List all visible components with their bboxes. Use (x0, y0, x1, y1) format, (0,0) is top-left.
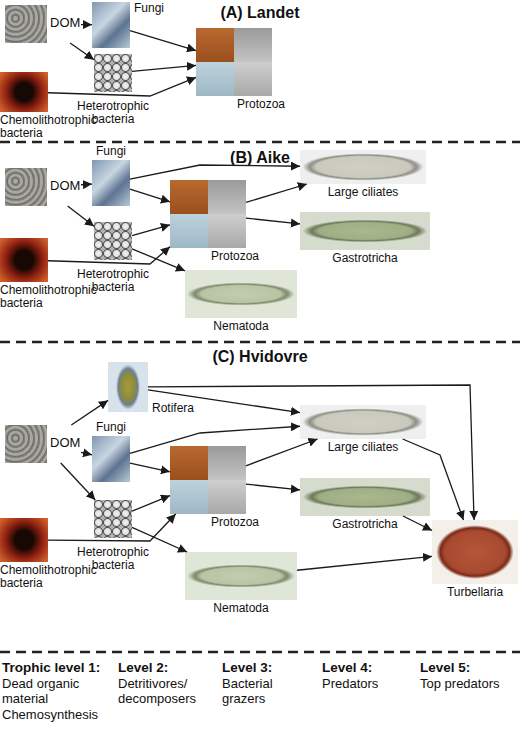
organism-label: Large ciliates (300, 441, 426, 454)
ciliate-node: Large ciliates (300, 405, 426, 439)
trophic-arrow (130, 463, 170, 472)
trophic-level-heading: Level 2: (118, 660, 213, 676)
organism-label: Turbellaria (428, 586, 520, 599)
trophic-level-heading: Level 4: (322, 660, 417, 676)
trophic-arrow (403, 516, 432, 531)
trophic-arrow (132, 225, 170, 236)
trophic-arrow (81, 24, 92, 25)
organism-label: DOM (50, 179, 84, 194)
trophic-arrow (61, 463, 96, 500)
trophic-level-description: Predators (322, 677, 412, 692)
organism-label: Rotifera (152, 402, 214, 415)
bacteria-node: Heterotrophic bacteria (94, 222, 132, 260)
trophic-arrow (246, 439, 318, 466)
trophic-arrow (297, 556, 432, 570)
trophic-level-heading: Level 3: (222, 660, 317, 676)
site-panel: (C) HvidovreRotiferaDOM FungiHeterotrophi… (0, 343, 520, 651)
dashed-separator (0, 651, 520, 654)
organism-label: Fungi (134, 2, 178, 15)
dashed-separator (0, 341, 520, 344)
trophic-arrow (132, 496, 170, 512)
nematoda-node: Nematoda (185, 552, 297, 600)
trophic-arrow (130, 31, 196, 51)
trophic-arrow (246, 484, 300, 490)
trophic-arrow (130, 165, 300, 179)
trophic-arrow (246, 218, 300, 224)
organism-label: Large ciliates (300, 186, 426, 199)
trophic-arrow (68, 206, 94, 226)
organism-label: Gastrotricha (300, 518, 430, 531)
trophic-level-description: Bacterial grazers (222, 677, 302, 707)
trophic-arrow (130, 189, 170, 202)
nematoda-node: Nematoda (185, 270, 297, 318)
trophic-arrow (81, 452, 92, 454)
trophic-level-description: Detritivores/ decomposers (118, 677, 206, 707)
organism-label: Protozoa (200, 516, 270, 529)
organism-label: Chemolithotrophic bacteria (0, 284, 112, 311)
trophic-arrow (132, 65, 196, 71)
trophic-level-heading: Trophic level 1: (2, 660, 117, 676)
trophic-level-description: Chemosynthesis (2, 708, 114, 723)
dom-node: DOM (5, 5, 81, 43)
panel-title: (A) Landet (170, 4, 350, 22)
organism-label: Nematoda (185, 320, 297, 333)
gastrotricha-node: Gastrotricha (300, 478, 430, 516)
organism-label: Nematoda (185, 602, 297, 615)
organism-label: DOM (50, 16, 84, 31)
organism-label: Chemolithotrophic bacteria (0, 114, 112, 141)
trophic-arrow (148, 385, 474, 520)
dashed-separator (0, 141, 520, 144)
organism-label: DOM (50, 436, 84, 451)
dom-node: DOM (5, 425, 81, 463)
trophic-arrow (70, 43, 94, 60)
site-panel: (B) AikeDOMFungiHeterotrophic bacteriaCh… (0, 143, 520, 342)
organism-label: Fungi (88, 145, 134, 158)
fungi-node: Fungi (92, 2, 130, 48)
protozoa-node: Protozoa (196, 28, 272, 96)
panel-title: (C) Hvidovre (170, 348, 350, 366)
dom-node: DOM (5, 168, 81, 206)
fungi-node: Fungi (92, 436, 130, 482)
ciliate-node: Large ciliates (300, 150, 426, 184)
bacteria-node: Heterotrophic bacteria (94, 54, 132, 92)
trophic-arrow (81, 183, 92, 185)
site-panel: (A) LandetDOM FungiHeterotrophic bacteria… (0, 0, 520, 142)
bacteria-node: Heterotrophic bacteria (94, 500, 132, 538)
protozoa-node: Protozoa (170, 446, 246, 514)
chemolithotroph-node: Chemolithotrophic bacteria (0, 518, 48, 562)
organism-label: Gastrotricha (300, 252, 430, 265)
protozoa-node: Protozoa (170, 180, 246, 248)
trophic-arrow (246, 184, 307, 202)
rotifera-node: Rotifera (108, 362, 148, 412)
trophic-level-description: Dead organic material (2, 677, 102, 707)
organism-label: Chemolithotrophic bacteria (0, 564, 112, 591)
chemolithotroph-node: Chemolithotrophic bacteria (0, 238, 48, 282)
fungi-node: Fungi (92, 160, 130, 206)
trophic-level-description: Top predators (420, 677, 515, 692)
turbellaria-node: Turbellaria (432, 520, 518, 584)
organism-label: Protozoa (200, 250, 270, 263)
gastrotricha-node: Gastrotricha (300, 212, 430, 250)
trophic-level-heading: Level 5: (420, 660, 515, 676)
organism-label: Protozoa (226, 98, 296, 111)
organism-label: Fungi (88, 421, 134, 434)
chemolithotroph-node: Chemolithotrophic bacteria (0, 72, 48, 112)
